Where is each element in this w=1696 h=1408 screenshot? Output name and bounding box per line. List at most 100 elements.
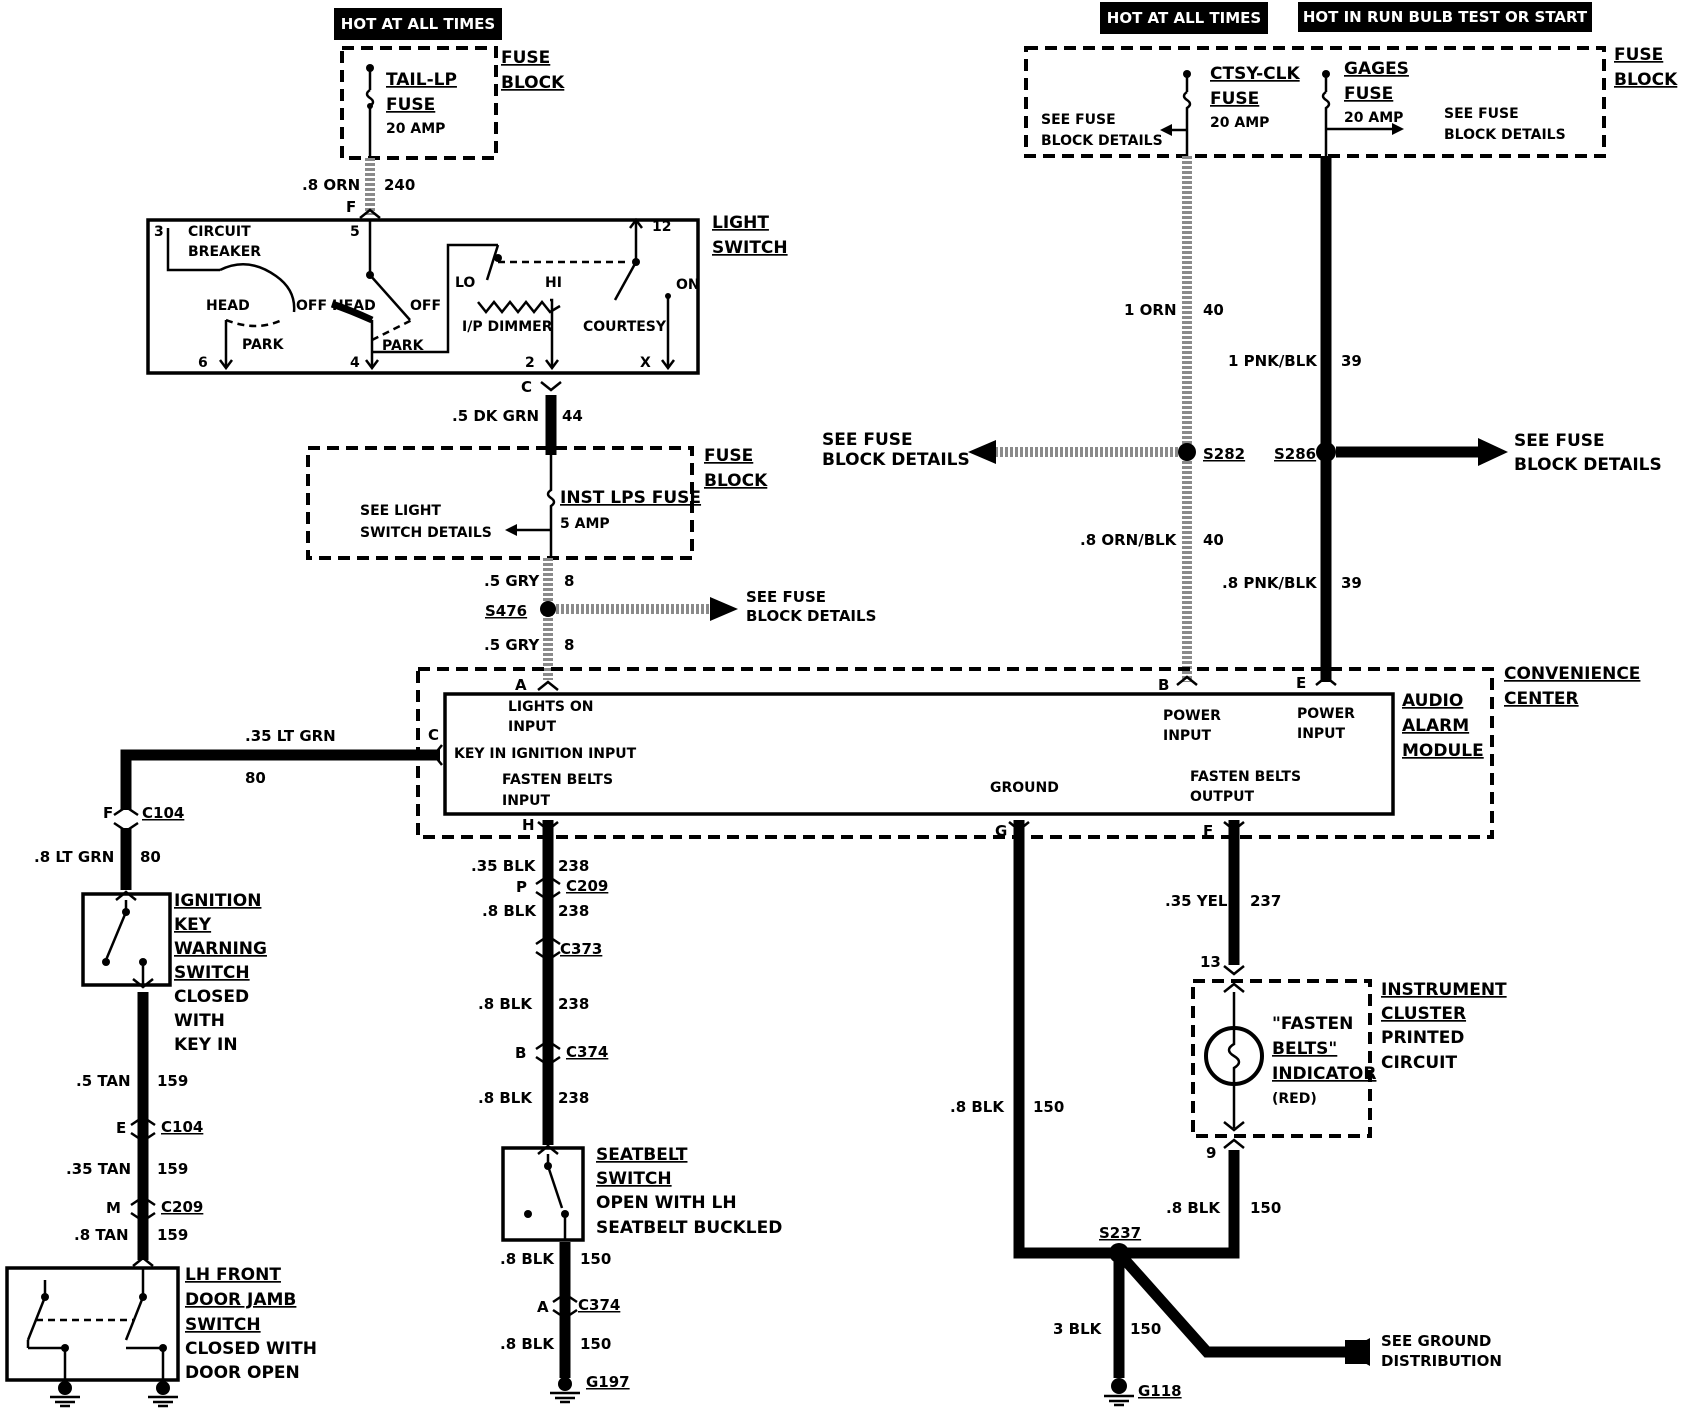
see-details-text: SEE FUSE [1041, 112, 1116, 128]
fuse-name: GAGES [1344, 59, 1409, 79]
connector-label: C374 [578, 1296, 620, 1314]
wire-circuit-number: 238 [558, 857, 589, 875]
component-note: KEY IN [174, 1035, 238, 1055]
pin-label: G [995, 822, 1007, 840]
wire-gauge-label: .35 BLK [471, 857, 537, 875]
switch-label: HEAD [332, 298, 376, 314]
wire-gauge-label: .8 PNK/BLK [1222, 574, 1318, 592]
see-details-text: SEE GROUND [1381, 1332, 1491, 1350]
switch-label: I/P DIMMER [462, 319, 553, 335]
fuse-block-title: FUSE [704, 446, 753, 466]
wire-circuit-number: 240 [384, 176, 415, 194]
wire-gauge-label: .8 BLK [478, 1089, 533, 1107]
wire-gauge-label: .8 BLK [1166, 1199, 1221, 1217]
module-input-label: FASTEN BELTS [502, 772, 613, 788]
connector-label: C373 [560, 940, 602, 958]
module-input-label: POWER [1163, 708, 1221, 724]
indicator-label: BELTS" [1272, 1039, 1337, 1059]
module-input-label: INPUT [502, 793, 551, 809]
wire-gauge-label: .5 GRY [484, 572, 540, 590]
wire-circuit-number: 44 [562, 407, 583, 425]
wire-circuit-number: 39 [1341, 352, 1362, 370]
wire-circuit-number: 150 [1250, 1199, 1281, 1217]
component-title: SWITCH [185, 1315, 261, 1335]
see-details-text: SEE FUSE [746, 588, 826, 606]
fuse-name: CTSY-CLK [1210, 64, 1300, 84]
component-note: PRINTED [1381, 1028, 1464, 1048]
wire-circuit-number: 237 [1250, 892, 1281, 910]
module-output-label: GROUND [990, 780, 1059, 796]
fuse-block-inst-lps: FUSE BLOCK INST LPS FUSE 5 AMP SEE LIGHT… [306, 446, 768, 560]
wire-gauge-label: .35 LT GRN [245, 727, 336, 745]
wire-gauge-label: .5 TAN [76, 1072, 131, 1090]
ground-g197 [550, 1377, 580, 1404]
wire-circuit-number: 238 [558, 902, 589, 920]
connector-pin-label: P [516, 878, 527, 896]
indicator-color: (RED) [1272, 1091, 1317, 1107]
header-label: HOT IN RUN BULB TEST OR START [1303, 8, 1588, 26]
switch-label: OFF [410, 298, 441, 314]
module-input-label: LIGHTS ON [508, 699, 593, 715]
fuse-block-title: BLOCK [1614, 70, 1678, 90]
wire-circuit-number: 150 [580, 1250, 611, 1268]
connector-label: C209 [566, 877, 608, 895]
wire-gauge-label: .35 TAN [66, 1160, 131, 1178]
fuse-rating: 20 AMP [1210, 115, 1269, 131]
wire-gauge-label: 1 PNK/BLK [1228, 352, 1318, 370]
module-output-label: OUTPUT [1190, 789, 1254, 805]
see-details-text: SEE LIGHT [360, 503, 441, 519]
component-title: KEY [174, 915, 212, 935]
pin-label: 12 [652, 219, 671, 235]
component-note: OPEN WITH LH [596, 1193, 737, 1213]
wire-circuit-number: 238 [558, 1089, 589, 1107]
wire-circuit-number: 80 [245, 769, 266, 787]
component-title: SEATBELT [596, 1145, 688, 1165]
splice-label: S286 [1274, 445, 1316, 463]
fuse-block-title: BLOCK [501, 73, 565, 93]
fuse-block-title: FUSE [1614, 45, 1663, 65]
switch-label: HI [545, 275, 562, 291]
splice-s286 [1316, 442, 1336, 462]
switch-label: HEAD [206, 298, 250, 314]
light-switch: LIGHT SWITCH 3 CIRCUIT BREAKER HEAD OFF … [146, 213, 788, 375]
component-title: ALARM [1402, 716, 1469, 736]
connector-label: C374 [566, 1043, 608, 1061]
wire-gauge-label: 3 BLK [1053, 1320, 1103, 1338]
switch-label: LO [455, 275, 475, 291]
pin-label: E [1296, 674, 1306, 692]
pin-label: F [1203, 822, 1213, 840]
component-note: WITH [174, 1011, 225, 1031]
connector-pin-label: F [103, 804, 113, 822]
convenience-center: CONVENIENCE CENTER AUDIO ALARM MODULE A … [416, 664, 1640, 840]
wire-gauge-label: .8 TAN [74, 1226, 129, 1244]
ignition-key-warning-switch: IGNITION KEY WARNING SWITCH CLOSED WITH … [81, 890, 267, 1055]
wire-circuit-number: 40 [1203, 301, 1224, 319]
wire-gauge-label: .35 YEL [1165, 892, 1228, 910]
fuse-name: FUSE [1344, 84, 1393, 104]
module-input-label: INPUT [1163, 728, 1212, 744]
pin-label: 6 [198, 355, 208, 371]
component-title: CONVENIENCE [1504, 664, 1640, 684]
wire-gauge-label: .8 BLK [500, 1250, 555, 1268]
splice-s476 [540, 601, 556, 617]
wire-circuit-number: 159 [157, 1160, 188, 1178]
wire-gauge-label: .8 LT GRN [34, 848, 114, 866]
component-title: DOOR JAMB [185, 1290, 296, 1310]
wire-gauge-label: .5 GRY [484, 636, 540, 654]
ground-g118 [1104, 1378, 1134, 1407]
wire-circuit-number: 150 [1033, 1098, 1064, 1116]
splice-label: S476 [485, 602, 527, 620]
connector-pin-label: C [521, 378, 532, 396]
component-title: SWITCH [174, 963, 250, 983]
splice-label: S282 [1203, 445, 1245, 463]
wire-circuit-number: 8 [564, 572, 574, 590]
switch-label: BREAKER [188, 244, 261, 260]
wire-gauge-label: .8 BLK [950, 1098, 1005, 1116]
module-input-label: KEY IN IGNITION INPUT [454, 746, 637, 762]
component-note: SEATBELT BUCKLED [596, 1218, 782, 1238]
wire-circuit-number: 159 [157, 1072, 188, 1090]
indicator-label: INDICATOR [1272, 1064, 1376, 1084]
pin-label: 13 [1200, 953, 1221, 971]
fuse-block-tail-lp: FUSE BLOCK TAIL-LP FUSE 20 AMP [340, 46, 565, 160]
component-title: CENTER [1504, 689, 1579, 709]
